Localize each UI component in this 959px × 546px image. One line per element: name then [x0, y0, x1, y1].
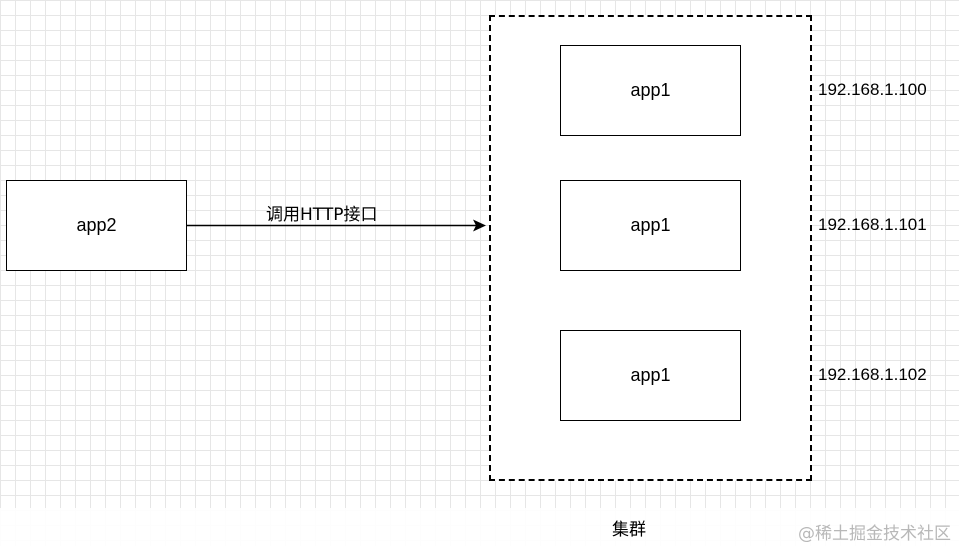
app1-node-1-label: app1: [630, 80, 671, 100]
watermark: @稀土掘金技术社区: [798, 524, 951, 544]
app1-node-3-label: app1: [630, 365, 671, 385]
app1-node-3: app1: [560, 330, 741, 421]
footer-strip: [0, 508, 959, 546]
app2-node-label: app2: [76, 215, 117, 235]
ip-address-2: 192.168.1.101: [818, 215, 927, 234]
app1-node-2: app1: [560, 180, 741, 271]
cluster-label: 集群: [612, 520, 646, 540]
app2-node: app2: [6, 180, 187, 271]
ip-address-1: 192.168.1.100: [818, 80, 927, 99]
app1-node-1: app1: [560, 45, 741, 136]
ip-address-3: 192.168.1.102: [818, 365, 927, 384]
app1-node-2-label: app1: [630, 215, 671, 235]
http-call-label: 调用HTTP接口: [266, 205, 378, 225]
